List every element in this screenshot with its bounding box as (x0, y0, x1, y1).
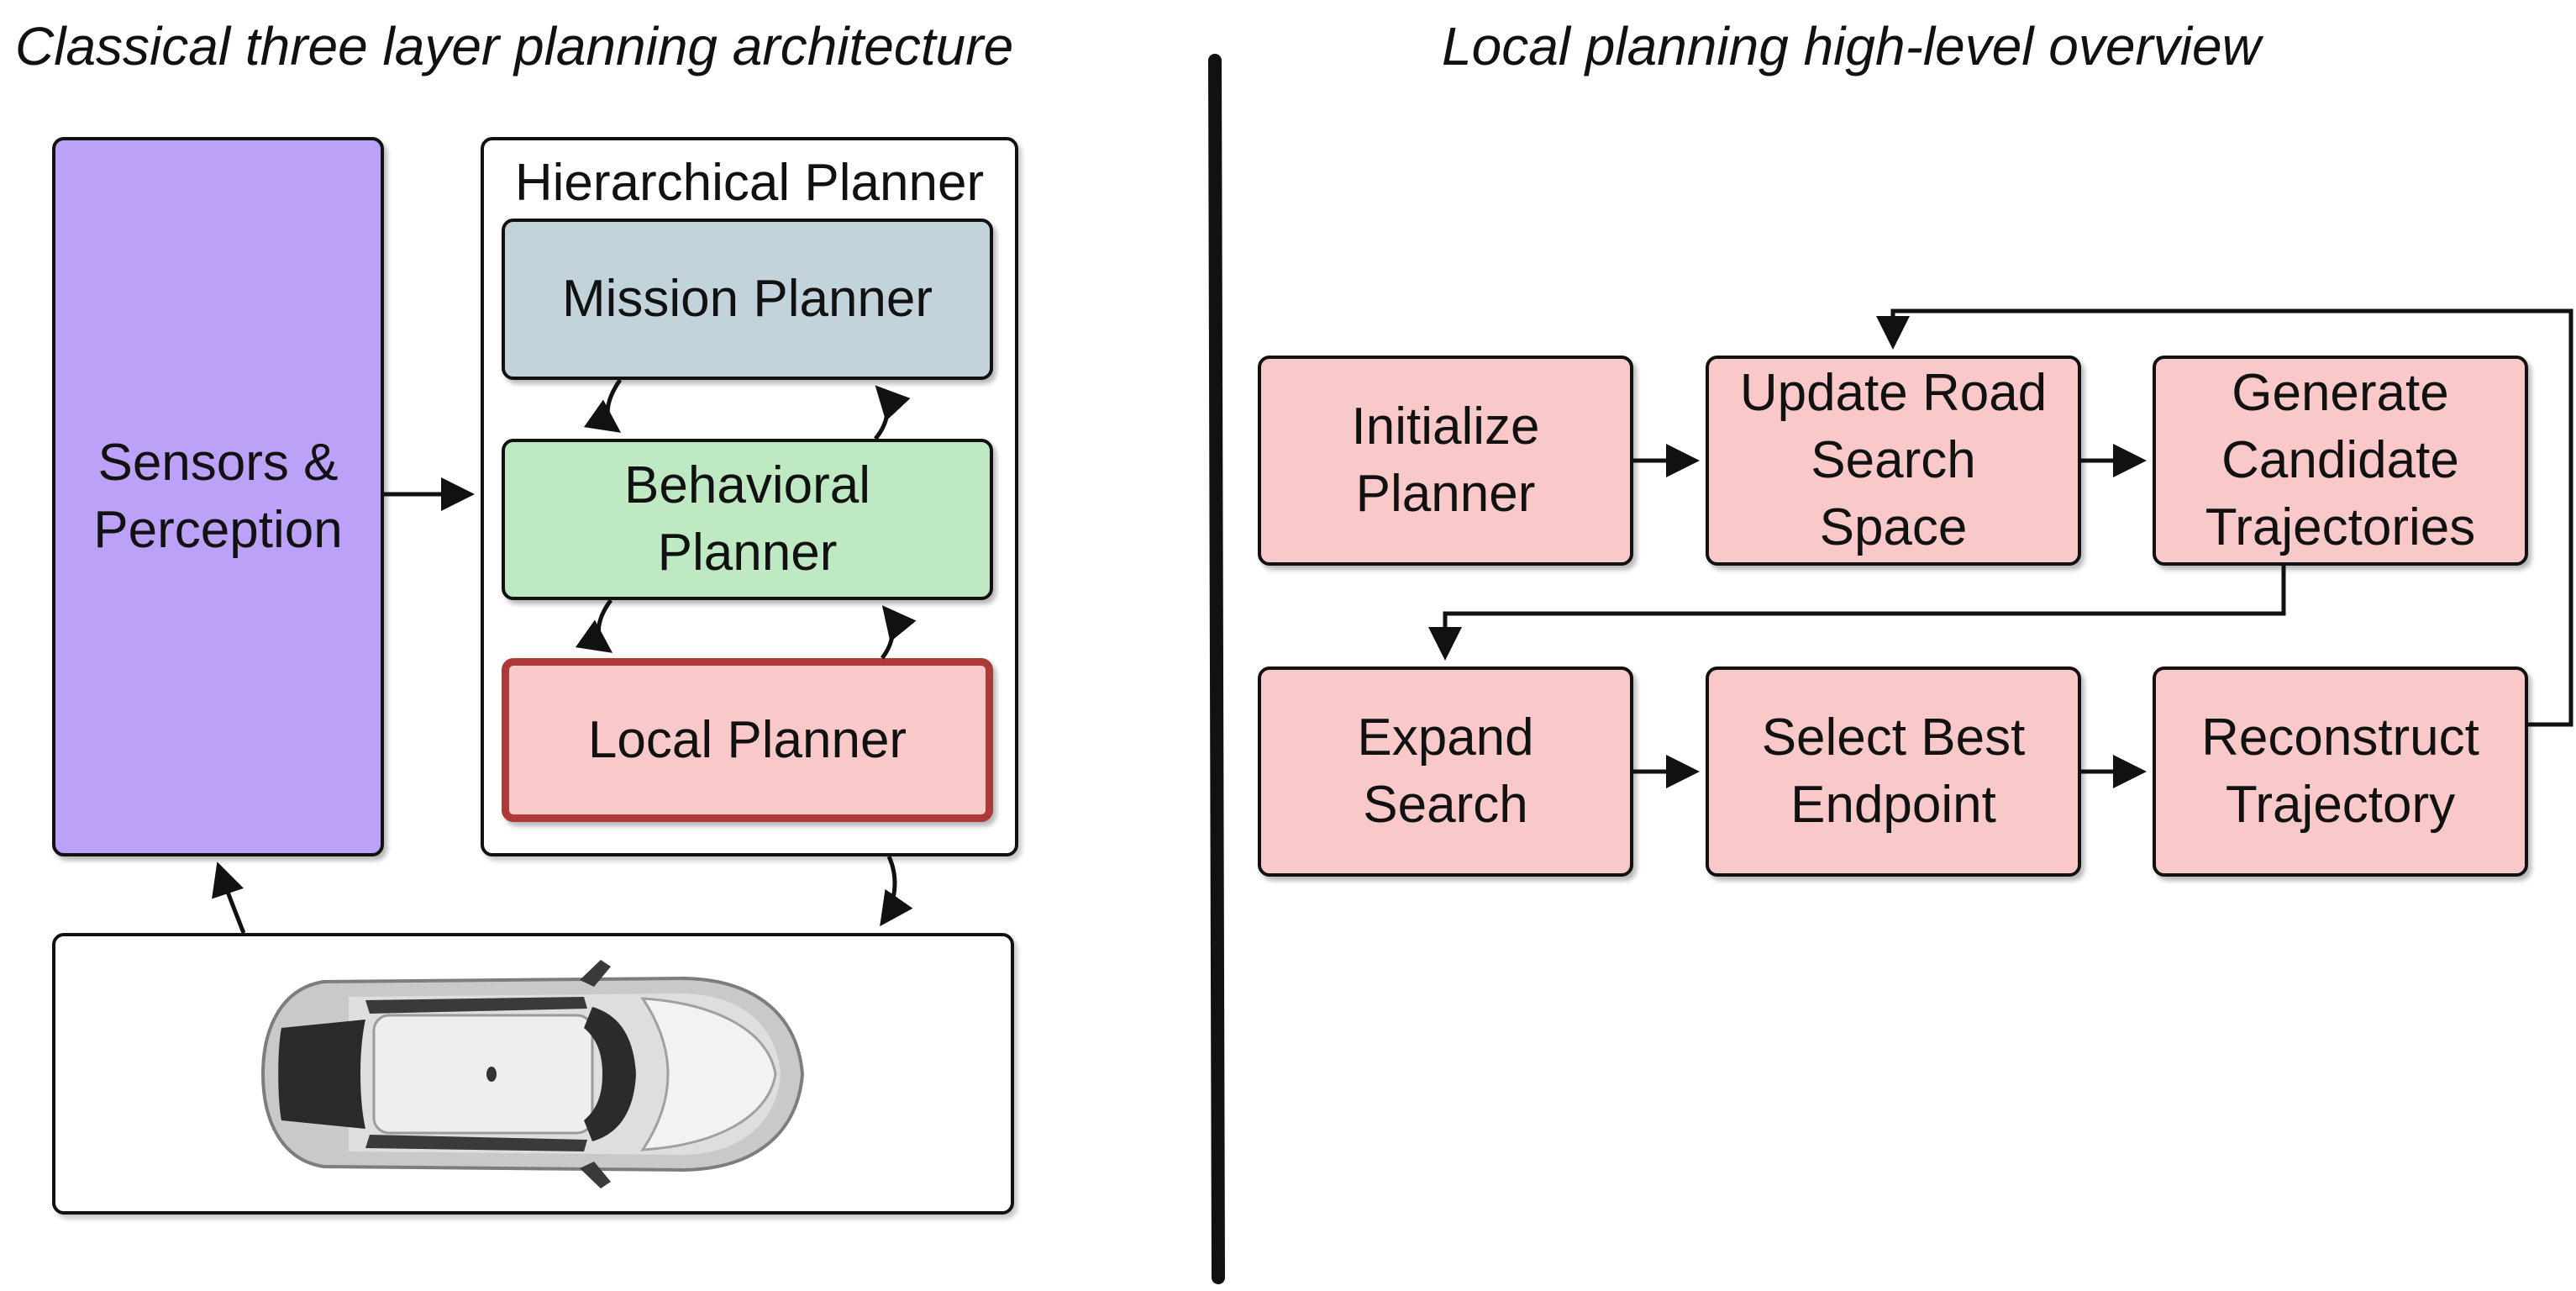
arrow-local-to-behavioral (880, 605, 917, 660)
sensors-perception-label: Sensors & Perception (93, 434, 343, 559)
mission-planner-block: Mission Planner (502, 219, 993, 380)
local-planner-label: Local Planner (587, 710, 907, 769)
arrow-vehicle-to-sensors (212, 862, 246, 934)
vehicle-block (52, 933, 1014, 1215)
arrow-mission-to-behavioral (583, 378, 623, 433)
left-diagram-title: Classical three layer planning architect… (15, 16, 1014, 76)
arrow-reconstruct-to-update-loop (1876, 308, 2573, 727)
step-initialize-planner: Initialize Planner (1258, 356, 1633, 566)
arrow-generate-to-expand (1428, 566, 2286, 661)
step-label: Generate Candidate Trajectories (2205, 364, 2476, 556)
right-diagram-title: Local planning high-level overview (1442, 16, 2261, 76)
step-update-road-search-space: Update Road Search Space (1706, 356, 2081, 566)
car-top-view-image (260, 959, 804, 1188)
step-label: Expand Search (1357, 709, 1534, 834)
mission-planner-label: Mission Planner (561, 270, 933, 328)
step-expand-search: Expand Search (1258, 667, 1633, 877)
step-label: Initialize Planner (1351, 398, 1540, 523)
hierarchical-planner-title: Hierarchical Planner (514, 154, 985, 212)
step-reconstruct-trajectory: Reconstruct Trajectory (2153, 667, 2528, 877)
arrow-behavioral-to-mission (874, 385, 911, 440)
step-label: Select Best Endpoint (1761, 709, 2026, 834)
behavioral-planner-label: Behavioral Planner (624, 456, 870, 582)
section-divider (1208, 54, 1225, 1284)
local-planner-block: Local Planner (502, 658, 993, 822)
step-label: Reconstruct Trajectory (2201, 709, 2479, 834)
sensors-perception-block: Sensors & Perception (52, 137, 384, 856)
step-generate-candidate-trajectories: Generate Candidate Trajectories (2153, 356, 2528, 566)
arrow-planner-to-vehicle (880, 855, 913, 927)
arrow-behavioral-to-local (575, 598, 613, 653)
behavioral-planner-block: Behavioral Planner (502, 439, 993, 600)
step-label: Update Road Search Space (1739, 364, 2048, 556)
step-select-best-endpoint: Select Best Endpoint (1706, 667, 2081, 877)
